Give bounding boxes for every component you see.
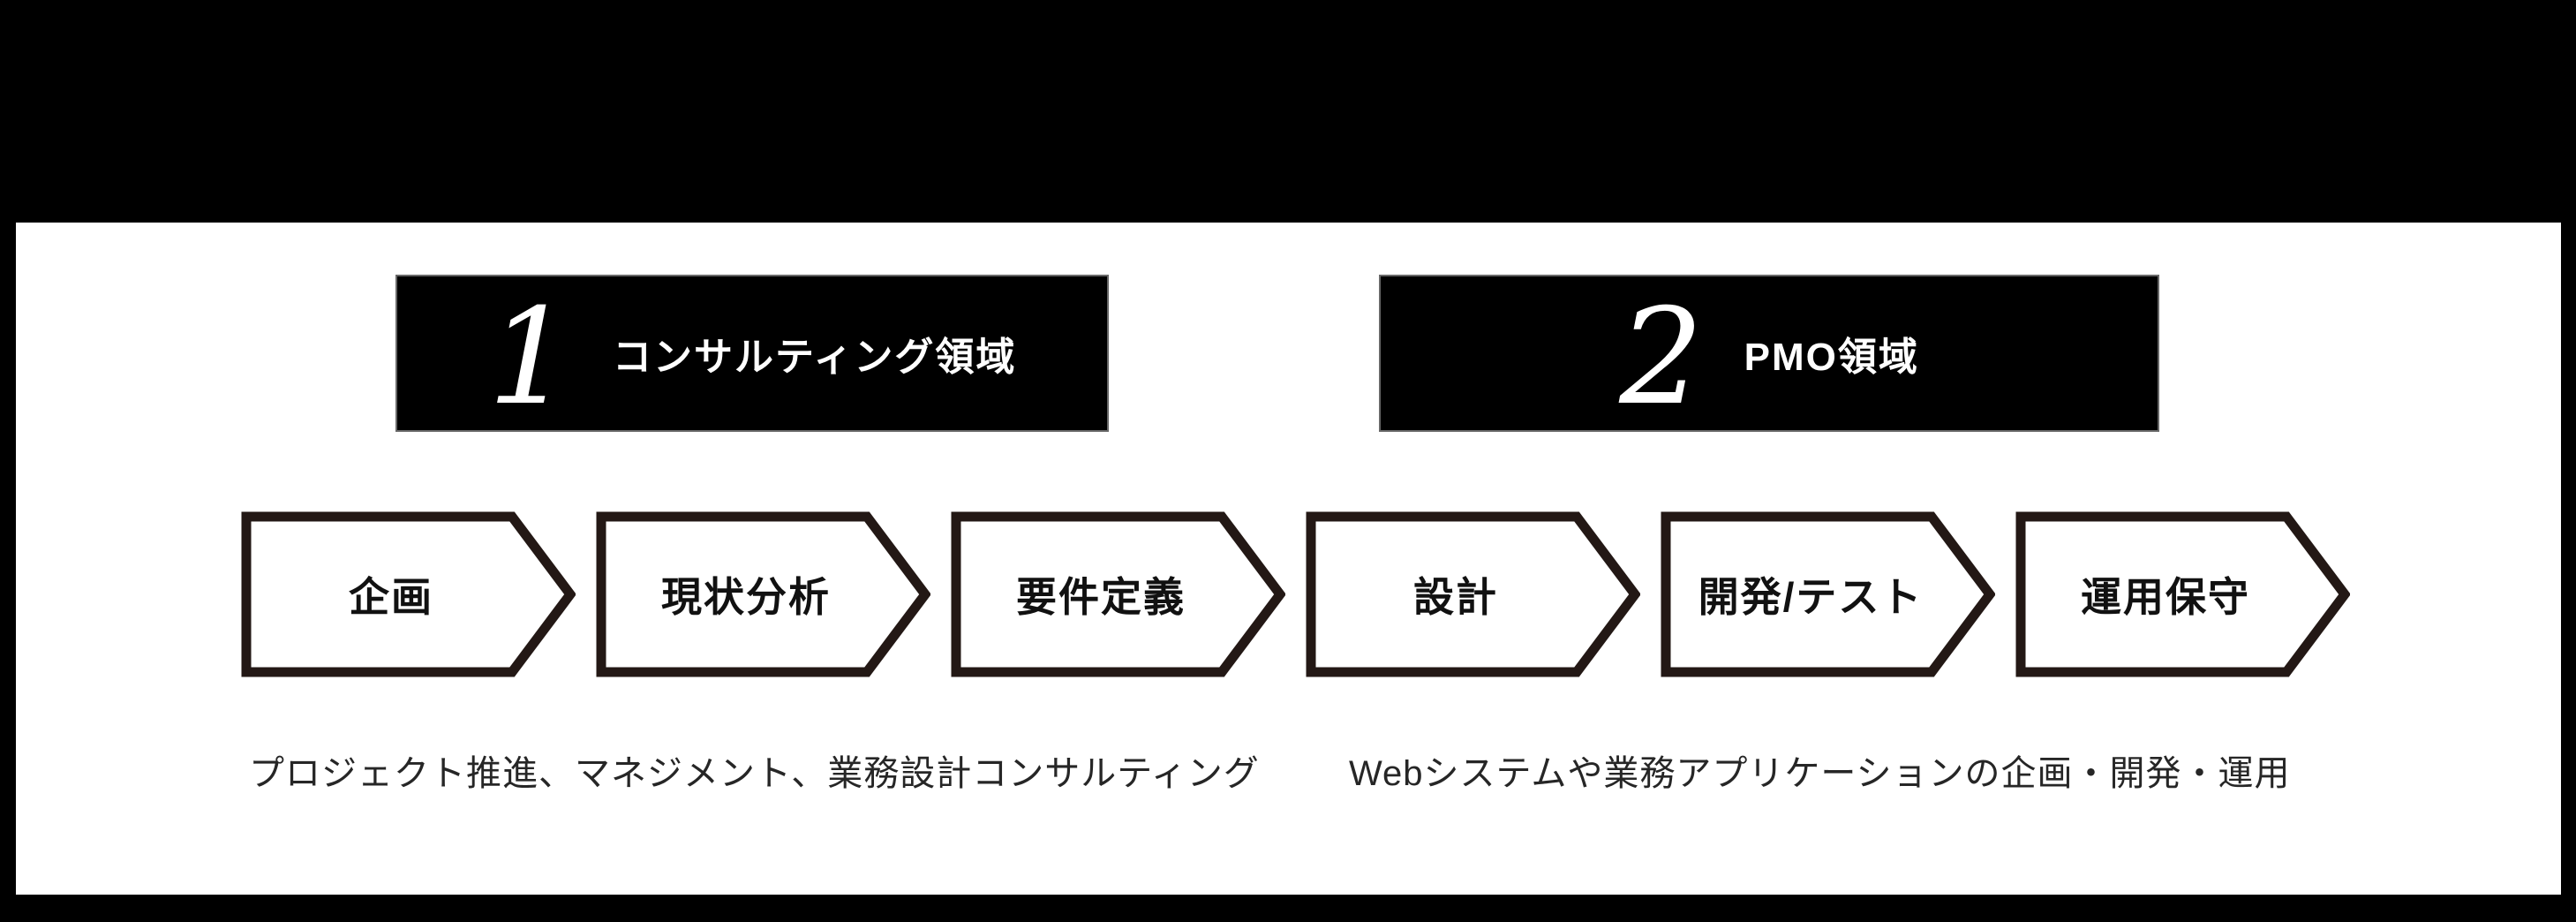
step-label: 現状分析 [661,574,831,620]
section-2-number: 2 [1619,281,1704,435]
step-arrow-shape [1306,511,1640,677]
step-arrow-shape [2015,511,2350,677]
section-1-description: プロジェクト推進、マネジメント、業務設計コンサルティング [249,754,1260,793]
step-arrow-shape [596,511,930,677]
section-2-description: Webシステムや業務アプリケーションの企画・開発・運用 [1349,754,2291,793]
step-arrow-shape [241,511,576,677]
step-label: 設計 [1413,574,1498,620]
process-step-requirements: 要件定義 [951,511,1285,677]
section-1-header: 1 コンサルティング領域 [395,275,1109,432]
process-step-development-test: 開発/テスト [1661,511,1995,677]
section-1-number: 1 [487,281,573,435]
section-2-title: PMO領域 [1744,336,1919,379]
process-step-analysis: 現状分析 [596,511,930,677]
step-label: 開発/テスト [1698,574,1924,620]
process-step-planning: 企画 [241,511,576,677]
step-label: 企画 [349,574,433,620]
process-step-operation-maintenance: 運用保守 [2015,511,2350,677]
step-label: 要件定義 [1016,574,1186,620]
process-step-design: 設計 [1306,511,1640,677]
step-label: 運用保守 [2081,574,2250,620]
content-panel: 1 コンサルティング領域 2 PMO領域 企画 現状分析 要件定義 [16,223,2561,895]
section-1-title: コンサルティング領域 [613,336,1017,379]
section-2-header: 2 PMO領域 [1379,275,2159,432]
step-arrow-shape [1661,511,1995,677]
step-arrow-shape [951,511,1285,677]
